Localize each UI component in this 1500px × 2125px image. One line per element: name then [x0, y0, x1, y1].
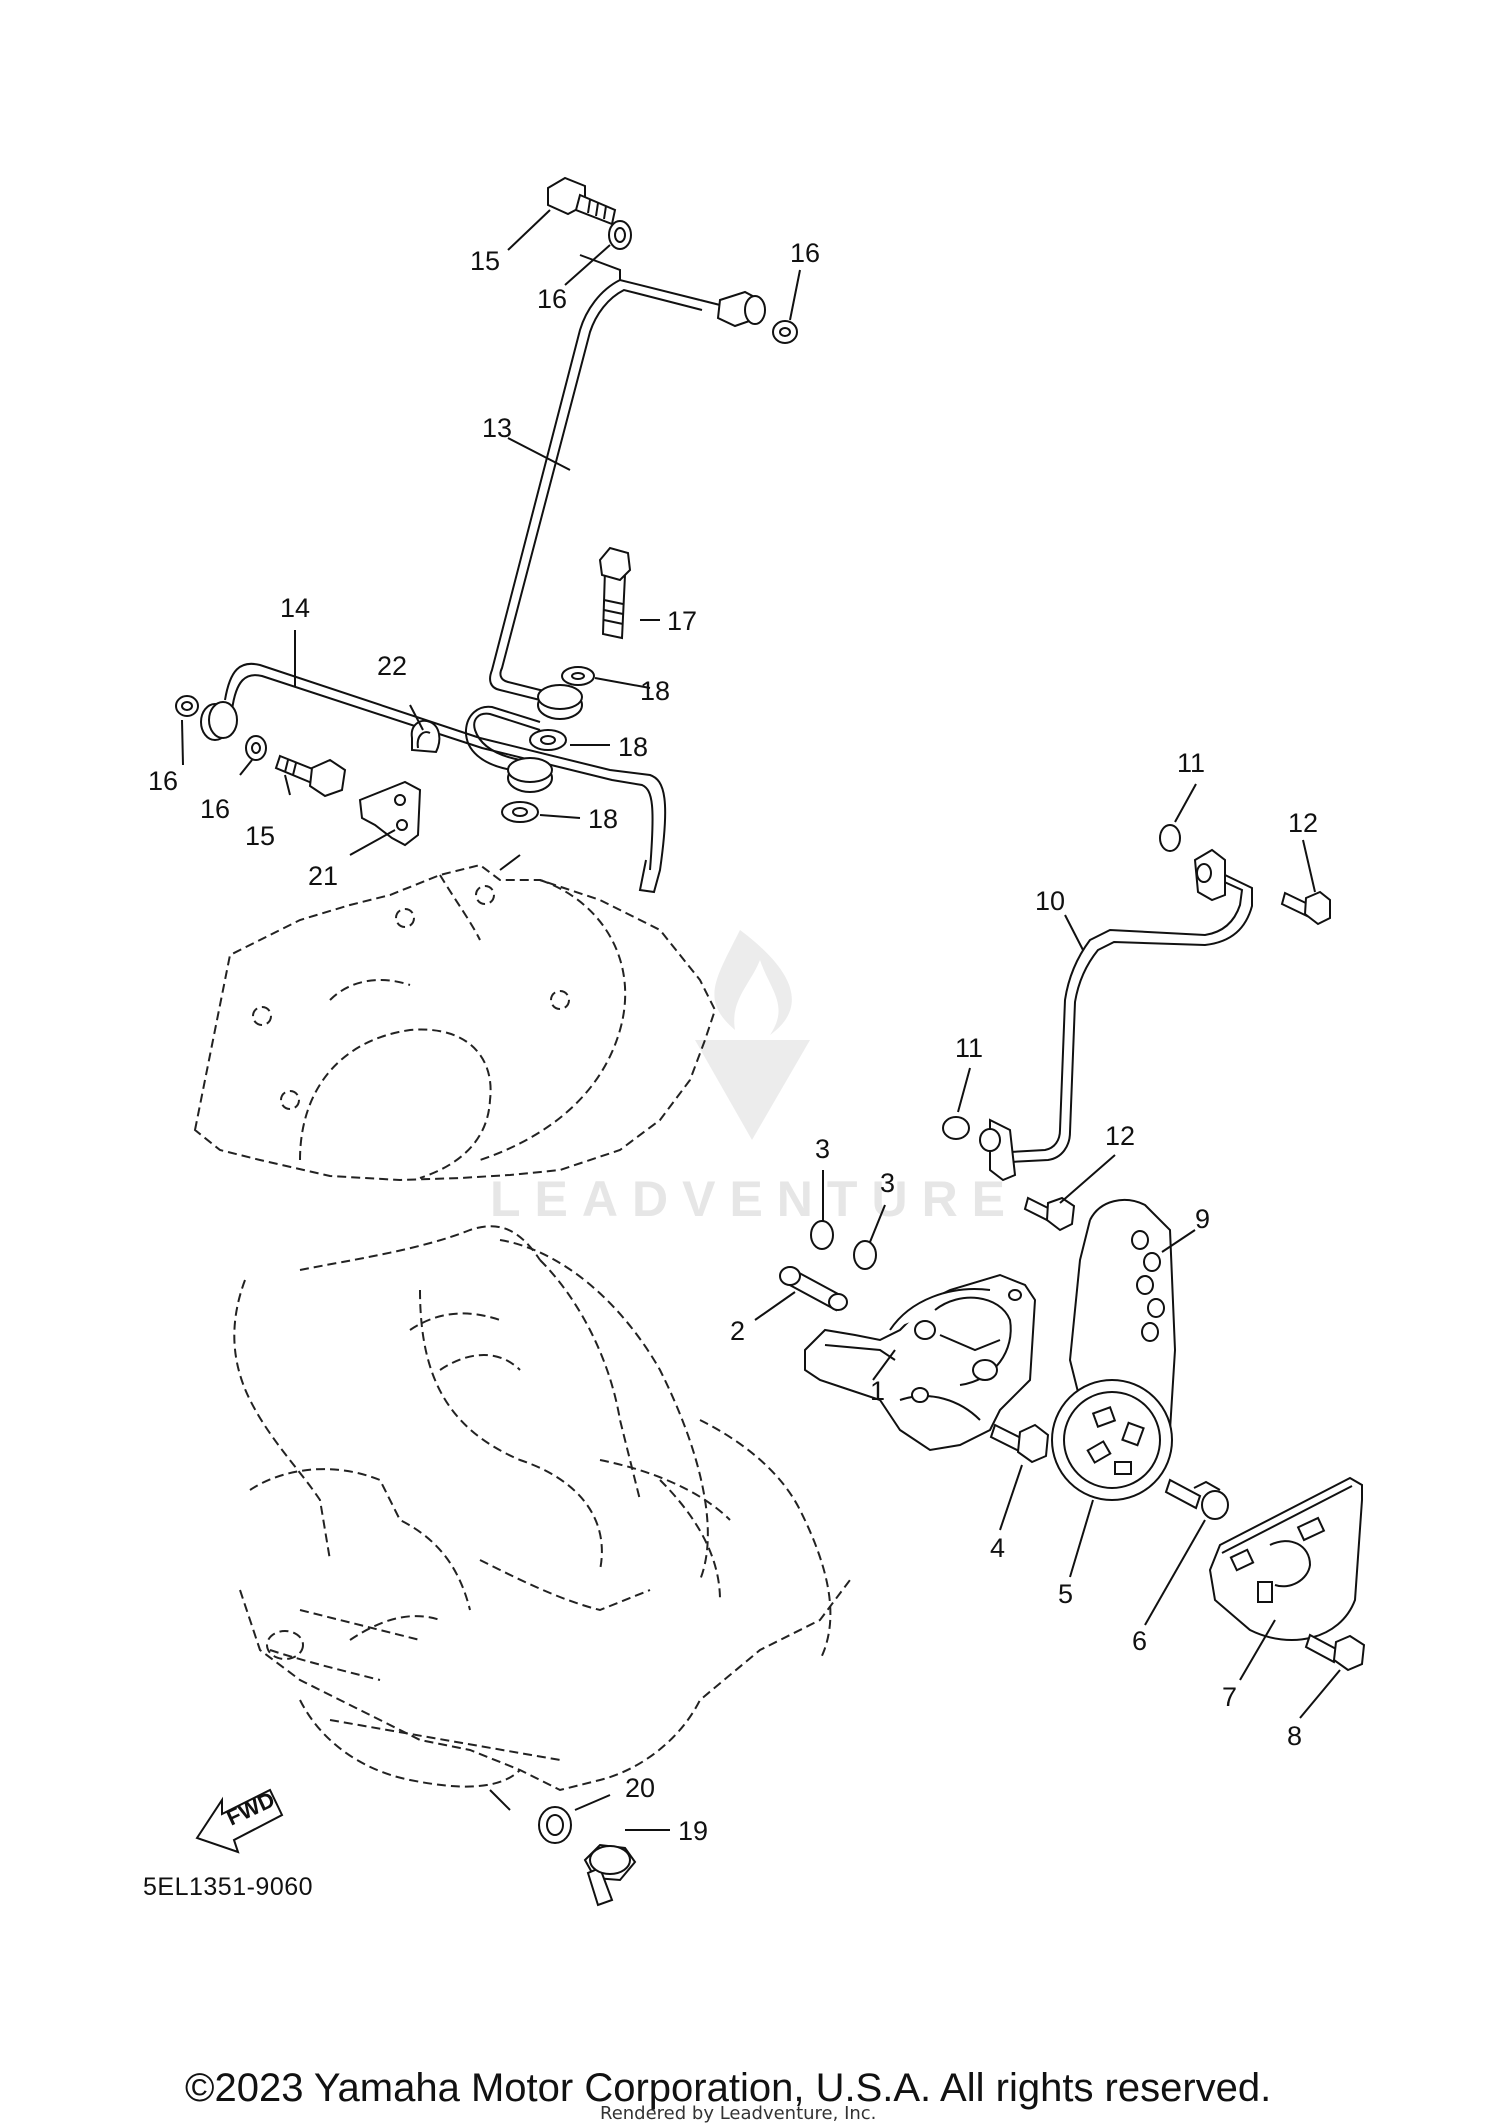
- callout-1[interactable]: 1: [870, 1376, 885, 1406]
- union-bolt-15-left: [274, 754, 347, 798]
- callout-12a[interactable]: 12: [1288, 808, 1318, 838]
- oil-pump-1: [804, 1273, 1037, 1452]
- callout-20[interactable]: 20: [625, 1773, 655, 1803]
- callout-13[interactable]: 13: [482, 413, 512, 443]
- sprocket-5: [1051, 1379, 1173, 1501]
- forward-direction-arrow: FWD: [195, 1787, 284, 1854]
- washer-18a: [561, 666, 595, 686]
- engine-outline: [193, 863, 851, 1792]
- callout-3b[interactable]: 3: [880, 1168, 895, 1198]
- washer-16-mid: [245, 735, 267, 761]
- callout-6[interactable]: 6: [1132, 1626, 1147, 1656]
- washer-16-top-right: [772, 320, 798, 344]
- o-ring-11-top: [1159, 824, 1181, 852]
- callout-15a[interactable]: 15: [470, 246, 500, 276]
- bracket-21: [358, 780, 422, 847]
- banjo-fitting-14-center: [507, 757, 553, 793]
- washer-16-left: [175, 695, 199, 717]
- callout-16b[interactable]: 16: [790, 238, 820, 268]
- callout-11a[interactable]: 11: [1177, 748, 1205, 778]
- flange-10-top: [1193, 848, 1226, 902]
- callout-7[interactable]: 7: [1222, 1682, 1237, 1712]
- bolt-12-bottom: [1023, 1196, 1076, 1232]
- callout-9[interactable]: 9: [1195, 1204, 1210, 1234]
- callout-14[interactable]: 14: [280, 593, 310, 623]
- drive-chain-9: [1068, 1199, 1177, 1431]
- callout-12b[interactable]: 12: [1105, 1121, 1135, 1151]
- rendered-by-notice: Rendered by Leadventure, Inc.: [600, 2103, 877, 2124]
- o-ring-11-bottom: [942, 1116, 970, 1140]
- callout-16d[interactable]: 16: [200, 794, 230, 824]
- watermark: LEADVENTURE: [490, 1171, 1020, 1227]
- callout-5[interactable]: 5: [1058, 1579, 1073, 1609]
- callout-2[interactable]: 2: [730, 1316, 745, 1346]
- copyright-notice: ©2023 Yamaha Motor Corporation, U.S.A. A…: [185, 2066, 1272, 2110]
- washer-18b: [529, 729, 567, 751]
- clamp-22: [410, 719, 441, 754]
- chain-cover-7: [1208, 1476, 1363, 1641]
- watermark-logo: [695, 930, 810, 1140]
- callout-4[interactable]: 4: [990, 1533, 1005, 1563]
- washer-16-top: [608, 220, 632, 250]
- o-ring-3a: [810, 1220, 834, 1250]
- oil-pipe-10: [1009, 874, 1253, 1163]
- bolt-4: [989, 1423, 1050, 1464]
- callout-18c[interactable]: 18: [588, 804, 618, 834]
- bolt-6: [1164, 1478, 1229, 1520]
- callout-16a[interactable]: 16: [537, 284, 567, 314]
- callout-18b[interactable]: 18: [618, 732, 648, 762]
- gasket-20: [538, 1806, 572, 1844]
- union-bolt-15-top: [547, 176, 617, 226]
- callout-8[interactable]: 8: [1287, 1721, 1302, 1751]
- bolt-12-top: [1280, 890, 1331, 926]
- callout-21[interactable]: 21: [308, 861, 338, 891]
- banjo-fitting-13: [537, 684, 583, 720]
- banjo-fitting-14-left: [200, 701, 238, 741]
- union-bolt-17: [598, 546, 632, 640]
- callout-10[interactable]: 10: [1035, 886, 1065, 916]
- callout-3a[interactable]: 3: [815, 1134, 830, 1164]
- callout-18a[interactable]: 18: [640, 676, 670, 706]
- flange-10-bottom: [979, 1118, 1017, 1182]
- callout-17[interactable]: 17: [667, 606, 697, 636]
- drain-bolt-19: [583, 1843, 637, 1907]
- callout-19[interactable]: 19: [678, 1816, 708, 1846]
- banjo-fitting-13-top: [716, 290, 766, 328]
- oil-pipe-14: [224, 662, 667, 894]
- leader-lines: [181, 209, 1341, 1831]
- o-ring-3b: [853, 1240, 877, 1270]
- diagram-part-code: 5EL1351-9060: [143, 1873, 314, 1901]
- callout-15b[interactable]: 15: [245, 821, 275, 851]
- callout-22[interactable]: 22: [377, 651, 407, 681]
- bolt-8: [1304, 1633, 1366, 1672]
- callout-11b[interactable]: 11: [955, 1033, 983, 1063]
- washer-18c: [501, 801, 539, 823]
- callout-labels: 1 2 3 3 4 5 6 7 8 9 10 11 11 12 12 13 14…: [148, 238, 1318, 1846]
- callout-16c[interactable]: 16: [148, 766, 178, 796]
- dowel-collar-2: [779, 1266, 848, 1312]
